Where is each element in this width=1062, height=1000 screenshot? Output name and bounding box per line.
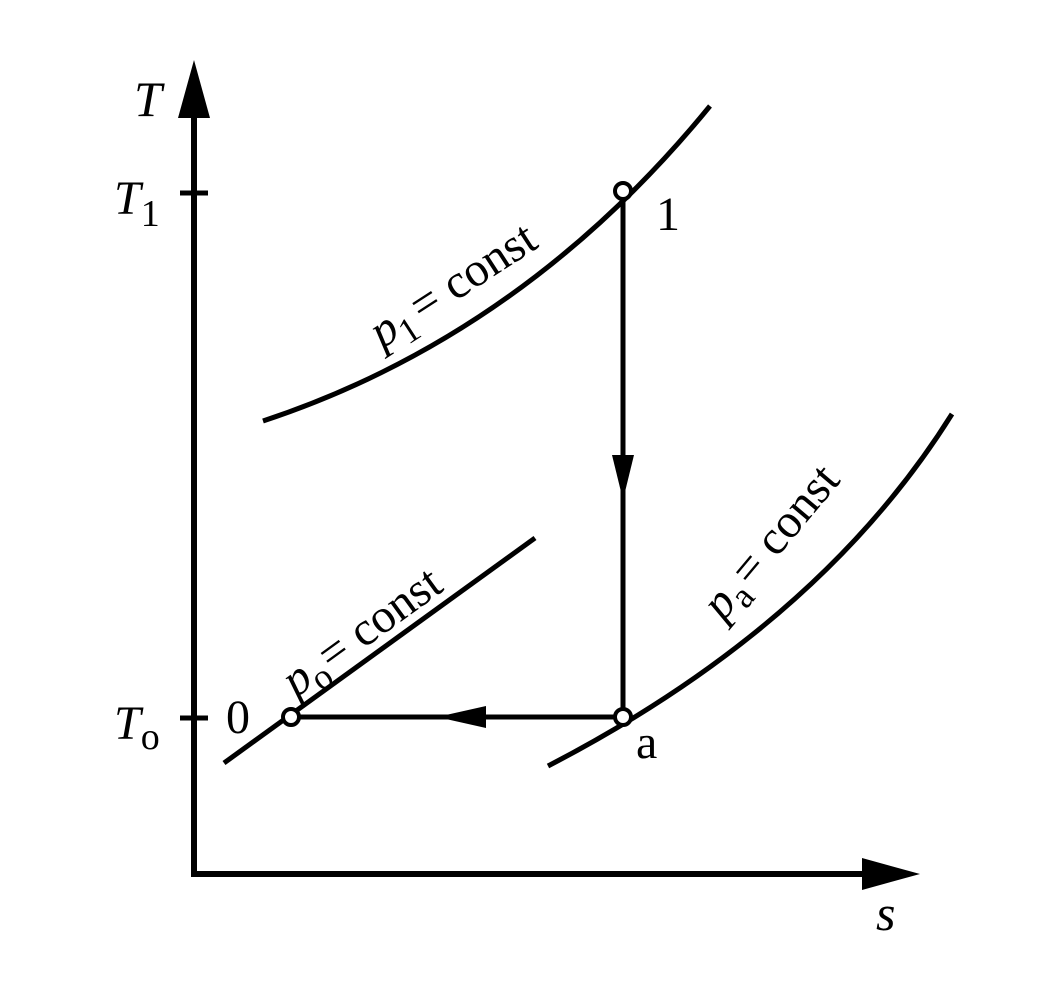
point-label-1: 1 bbox=[656, 188, 680, 241]
tick-label-t1: T1 bbox=[114, 172, 160, 235]
curve-label-p0: po= const bbox=[269, 555, 456, 714]
process-a-0-arrowhead bbox=[437, 706, 486, 728]
t-axis-arrowhead bbox=[178, 60, 210, 118]
tick-label-t0: To bbox=[114, 697, 160, 758]
point-label-a: a bbox=[636, 716, 657, 769]
state-point-1 bbox=[613, 181, 633, 201]
curve-label-pa: pa= const bbox=[689, 453, 856, 636]
s-axis-arrowhead bbox=[862, 858, 920, 890]
point-label-0: 0 bbox=[226, 691, 250, 744]
isobar-pa-curve bbox=[546, 412, 955, 769]
state-point-a bbox=[613, 707, 633, 727]
isobar-p1-curve bbox=[262, 104, 712, 424]
t-axis-label: T bbox=[134, 71, 165, 127]
s-axis-label: s bbox=[876, 885, 895, 941]
process-1-a-arrowhead bbox=[612, 455, 634, 500]
state-point-0 bbox=[281, 707, 301, 727]
isobar-p0-line bbox=[222, 535, 537, 766]
